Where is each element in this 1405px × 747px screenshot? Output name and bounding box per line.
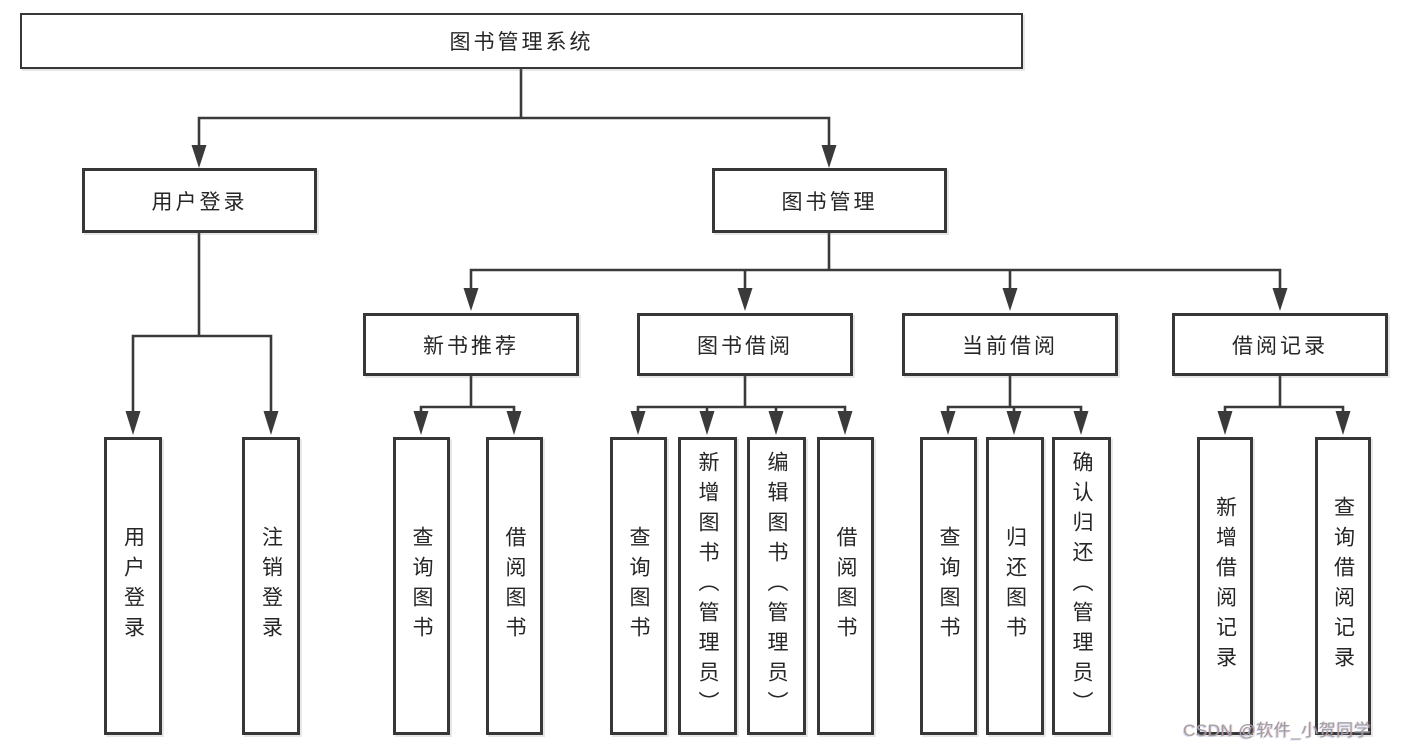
node-logout: 注销登录	[242, 437, 300, 735]
node-query-borrow-record: 查询借阅记录	[1315, 437, 1371, 735]
node-add-book-admin: 新增图书（管理员）	[678, 437, 737, 735]
node-query-books-borrowing: 查询图书	[610, 437, 667, 735]
node-label: 归还图书	[1003, 526, 1027, 646]
node-label: 新增借阅记录	[1213, 496, 1237, 676]
node-label: 注销登录	[259, 526, 283, 646]
node-label: 查询借阅记录	[1331, 496, 1355, 676]
csdn-watermark: CSDN @软件_小贺同学	[1183, 721, 1372, 740]
node-user-login: 用户登录	[82, 168, 317, 233]
node-return-books: 归还图书	[986, 437, 1044, 735]
node-current-borrowing: 当前借阅	[902, 313, 1118, 376]
node-edit-book-admin: 编辑图书（管理员）	[747, 437, 806, 735]
node-borrowing-records: 借阅记录	[1172, 313, 1388, 376]
node-book-borrowing: 图书借阅	[637, 313, 853, 376]
node-label: 图书管理系统	[449, 31, 594, 54]
node-label: 借阅记录	[1232, 334, 1328, 358]
node-label: 借阅图书	[503, 526, 526, 646]
node-label: 当前借阅	[962, 334, 1058, 358]
node-label: 查询图书	[937, 526, 960, 646]
node-label: 图书借阅	[697, 334, 793, 358]
node-borrow-books-leaf: 借阅图书	[817, 437, 874, 735]
node-query-books-current: 查询图书	[920, 437, 977, 735]
node-label: 用户登录	[151, 190, 248, 214]
node-label: 用户登录	[121, 526, 145, 646]
node-library-management-system: 图书管理系统	[20, 13, 1023, 69]
node-confirm-return-admin: 确认归还（管理员）	[1052, 437, 1111, 735]
node-query-books-recommend: 查询图书	[393, 437, 450, 735]
node-label: 查询图书	[410, 526, 433, 646]
node-label: 新增图书（管理员）	[696, 451, 719, 721]
node-borrow-books-recommend: 借阅图书	[486, 437, 543, 735]
node-label: 借阅图书	[834, 526, 857, 646]
node-label: 编辑图书（管理员）	[765, 451, 788, 721]
node-new-book-recommendation: 新书推荐	[363, 313, 579, 376]
node-add-borrow-record: 新增借阅记录	[1197, 437, 1253, 735]
node-label: 新书推荐	[423, 334, 519, 358]
node-label: 查询图书	[627, 526, 650, 646]
node-book-management: 图书管理	[712, 168, 947, 233]
node-user-login-leaf: 用户登录	[104, 437, 162, 735]
node-label: 图书管理	[781, 190, 878, 214]
node-label: 确认归还（管理员）	[1070, 451, 1093, 721]
